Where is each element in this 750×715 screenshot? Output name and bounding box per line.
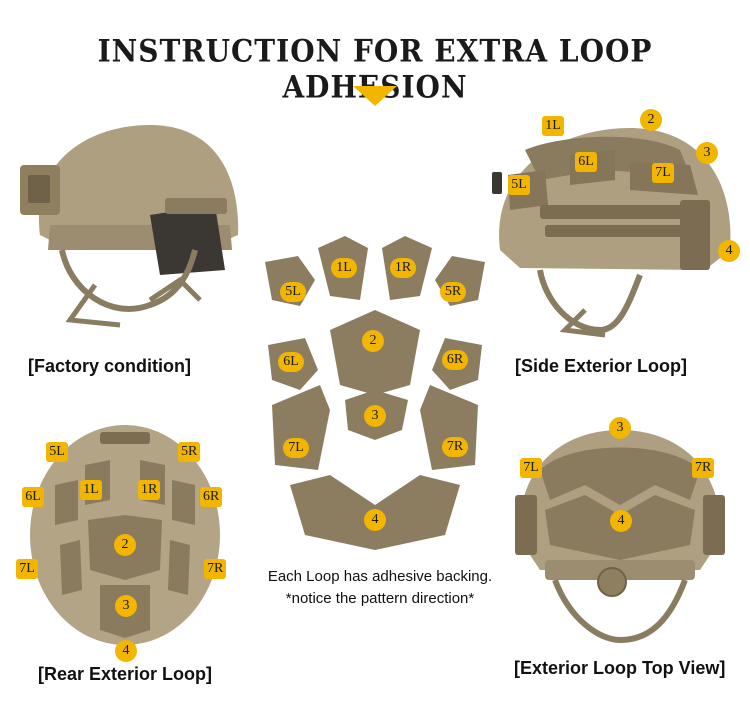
patch-label-6L: 6L (278, 352, 304, 372)
patch-label-4: 4 (364, 509, 386, 531)
patch-label-3: 3 (364, 405, 386, 427)
rear-label-6L: 6L (22, 487, 44, 507)
patch-label-5R: 5R (440, 282, 466, 302)
patch-7R-shape (420, 385, 478, 470)
side-label-4: 4 (718, 240, 740, 262)
adhesive-note-line1: Each Loop has adhesive backing. (267, 568, 493, 585)
adhesive-note: Each Loop has adhesive backing. *notice … (255, 566, 505, 610)
down-arrow-icon (353, 86, 397, 106)
rear-label-3: 3 (115, 595, 137, 617)
rear-label-1L: 1L (80, 480, 102, 500)
top-label-7R: 7R (692, 458, 715, 478)
rear-caption: [Rear Exterior Loop] (38, 664, 213, 684)
side-caption: [Side Exterior Loop] (515, 356, 688, 376)
rear-label-2: 2 (114, 534, 136, 556)
side-label-1L: 1L (542, 116, 564, 136)
rear-label-5R: 5R (178, 442, 201, 462)
side-label-3: 3 (696, 142, 718, 164)
factory-caption: [Factory condition] (28, 356, 191, 376)
side-label-2: 2 (640, 109, 662, 131)
side-label-7L: 7L (652, 163, 674, 183)
adhesive-note-line2: *notice the pattern direction* (285, 590, 475, 607)
patch-label-1R: 1R (390, 258, 416, 278)
rear-label-5L: 5L (46, 442, 68, 462)
side-label-6L: 6L (575, 152, 597, 172)
rear-label-4: 4 (115, 640, 137, 662)
patch-label-5L: 5L (280, 282, 306, 302)
patch-2-shape (330, 310, 420, 395)
rear-label-7L: 7L (16, 559, 38, 579)
top-helmet-image (515, 430, 725, 644)
patch-label-7R: 7R (442, 437, 468, 457)
patch-label-6R: 6R (442, 350, 468, 370)
rear-label-6R: 6R (200, 487, 223, 507)
top-label-4: 4 (610, 510, 632, 532)
patch-label-1L: 1L (331, 258, 357, 278)
side-label-5L: 5L (508, 175, 530, 195)
rear-label-1R: 1R (138, 480, 161, 500)
top-label-7L: 7L (520, 458, 542, 478)
factory-helmet-image (20, 125, 239, 328)
patch-label-7L: 7L (283, 438, 309, 458)
side-helmet-image (492, 128, 731, 338)
patch-label-2: 2 (362, 330, 384, 352)
top-caption: [Exterior Loop Top View] (514, 658, 726, 678)
top-label-3: 3 (609, 417, 631, 439)
rear-label-7R: 7R (204, 559, 227, 579)
